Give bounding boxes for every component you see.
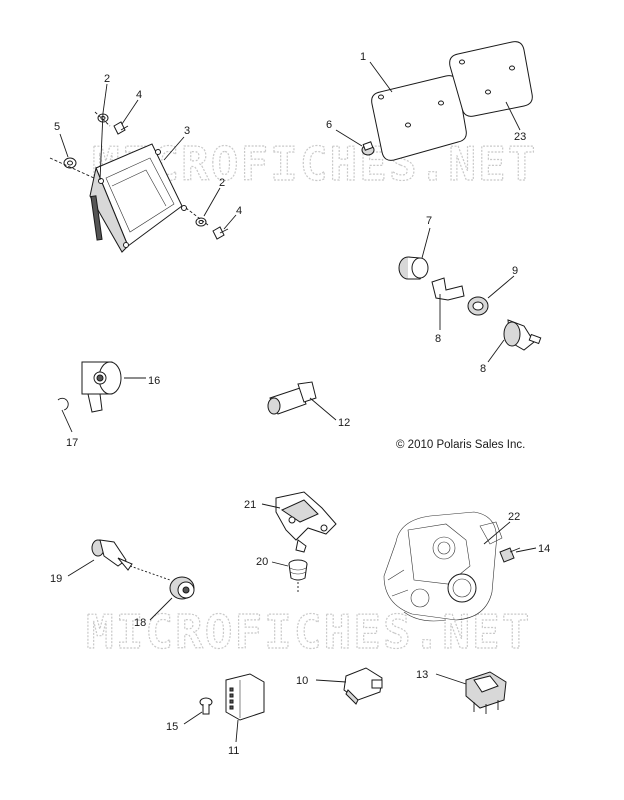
map-sensor-21	[275, 491, 337, 553]
label-22: 22	[508, 511, 520, 523]
throttle-body-22	[383, 511, 503, 622]
copyright-notice: © 2010 Polaris Sales Inc.	[396, 439, 525, 451]
temp-sensor-12	[267, 381, 317, 415]
cover-1	[371, 75, 467, 161]
label-2b: 2	[219, 177, 225, 189]
label-20: 20	[256, 556, 268, 568]
knock-sensor-16	[81, 361, 122, 413]
screw-4a	[113, 121, 129, 135]
label-18: 18	[134, 617, 146, 629]
bracket-8	[431, 277, 465, 301]
label-14: 14	[538, 543, 550, 555]
label-6: 6	[326, 119, 332, 131]
label-17: 17	[66, 437, 78, 449]
grommet-18	[169, 576, 195, 600]
label-4a: 4	[136, 89, 142, 101]
grommet-7	[398, 256, 429, 280]
label-15: 15	[166, 721, 178, 733]
watermark-bottom: MICROFICHES.NET	[86, 605, 531, 659]
label-13: 13	[416, 669, 428, 681]
cover-23	[449, 41, 533, 117]
label-12: 12	[338, 417, 350, 429]
sensor-14	[499, 547, 521, 563]
label-23: 23	[514, 131, 526, 143]
screw-6	[361, 141, 375, 156]
label-4b: 4	[236, 205, 242, 217]
label-21: 21	[244, 499, 256, 511]
label-10: 10	[296, 675, 308, 687]
label-8a: 8	[435, 333, 441, 345]
label-11: 11	[228, 745, 239, 757]
washer-2b	[195, 217, 207, 227]
switch-13	[465, 671, 507, 714]
label-2a: 2	[104, 73, 110, 85]
label-19: 19	[50, 573, 62, 585]
label-16: 16	[148, 375, 160, 387]
clip-17	[57, 397, 69, 411]
fitting-20	[288, 559, 308, 592]
sensor-8	[503, 319, 542, 351]
washer-5	[63, 157, 77, 169]
label-1: 1	[360, 51, 366, 63]
label-8b: 8	[480, 363, 486, 375]
label-3: 3	[184, 125, 190, 137]
label-7: 7	[426, 215, 432, 227]
module-11	[225, 673, 265, 721]
label-5: 5	[54, 121, 60, 133]
relay-10	[343, 667, 383, 705]
grommet-9	[467, 296, 489, 316]
label-9: 9	[512, 265, 518, 277]
screw-15	[199, 697, 213, 715]
screw-4b	[212, 226, 229, 240]
sensor-19	[91, 539, 171, 581]
